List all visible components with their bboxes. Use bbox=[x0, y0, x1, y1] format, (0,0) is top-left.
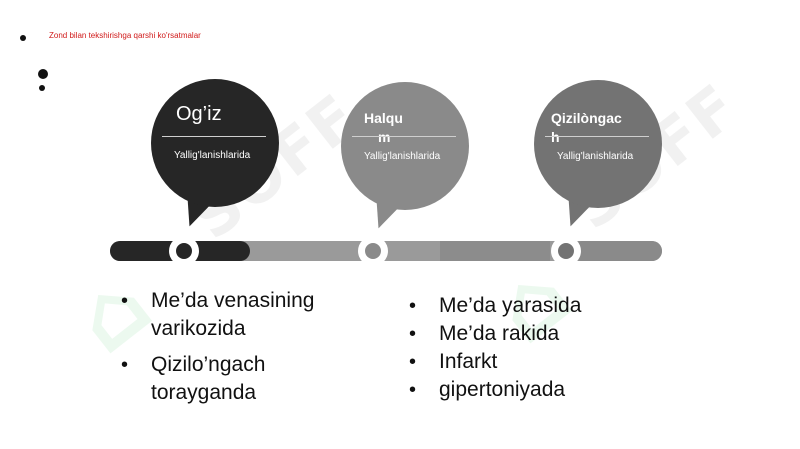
bubble-3-divider bbox=[545, 136, 649, 137]
timeline-node-3 bbox=[551, 236, 581, 266]
list-item: Me’da rakida bbox=[407, 320, 667, 348]
bubble-2-title-line2: m bbox=[378, 129, 391, 145]
bubble-1-subtitle: Yallig'lanishlarida bbox=[174, 150, 251, 161]
decor-dot-1 bbox=[20, 35, 26, 41]
bubble-3-title-line2: h bbox=[551, 129, 560, 145]
bubble-3 bbox=[534, 80, 662, 208]
list-item: Me’da yarasida bbox=[407, 292, 667, 320]
list-item-line1: Qizilo’ngach bbox=[151, 353, 266, 376]
bubble-2-title-line1: Halqu bbox=[364, 110, 403, 126]
bubble-3-title-line1: Qizilòngac bbox=[551, 110, 622, 126]
timeline-seg-gray bbox=[572, 241, 662, 261]
bubble-2-divider bbox=[352, 136, 456, 137]
list-item-line2: torayganda bbox=[151, 381, 257, 404]
bubble-1-title: Og’iz bbox=[176, 103, 222, 125]
bubble-1-divider bbox=[162, 136, 266, 137]
list-item: gipertoniyada bbox=[407, 376, 667, 404]
decor-dot-2 bbox=[38, 69, 48, 79]
left-bullet-list: Me’da venasining varikozida Qizilo’ngach… bbox=[119, 287, 379, 407]
timeline-seg-mid bbox=[440, 241, 550, 261]
decor-dot-3 bbox=[39, 85, 45, 91]
list-item: Infarkt bbox=[407, 348, 667, 376]
bubble-2-subtitle: Yallig'lanishlarida bbox=[364, 151, 441, 162]
list-item: Qizilo’ngach torayganda bbox=[119, 351, 379, 407]
timeline-node-2 bbox=[358, 236, 388, 266]
list-item-line2: varikozida bbox=[151, 317, 246, 340]
timeline-node-1 bbox=[169, 236, 199, 266]
slide-header: Zond bilan tekshirishga qarshi ko'rsatma… bbox=[49, 31, 201, 40]
bubble-2 bbox=[341, 82, 469, 210]
right-bullet-list: Me’da yarasida Me’da rakida Infarkt gipe… bbox=[407, 292, 667, 404]
list-item-line1: Me’da venasining bbox=[151, 289, 315, 312]
bubble-1 bbox=[151, 79, 279, 207]
bubble-3-subtitle: Yallig'lanishlarida bbox=[557, 151, 634, 162]
list-item: Me’da venasining varikozida bbox=[119, 287, 379, 343]
